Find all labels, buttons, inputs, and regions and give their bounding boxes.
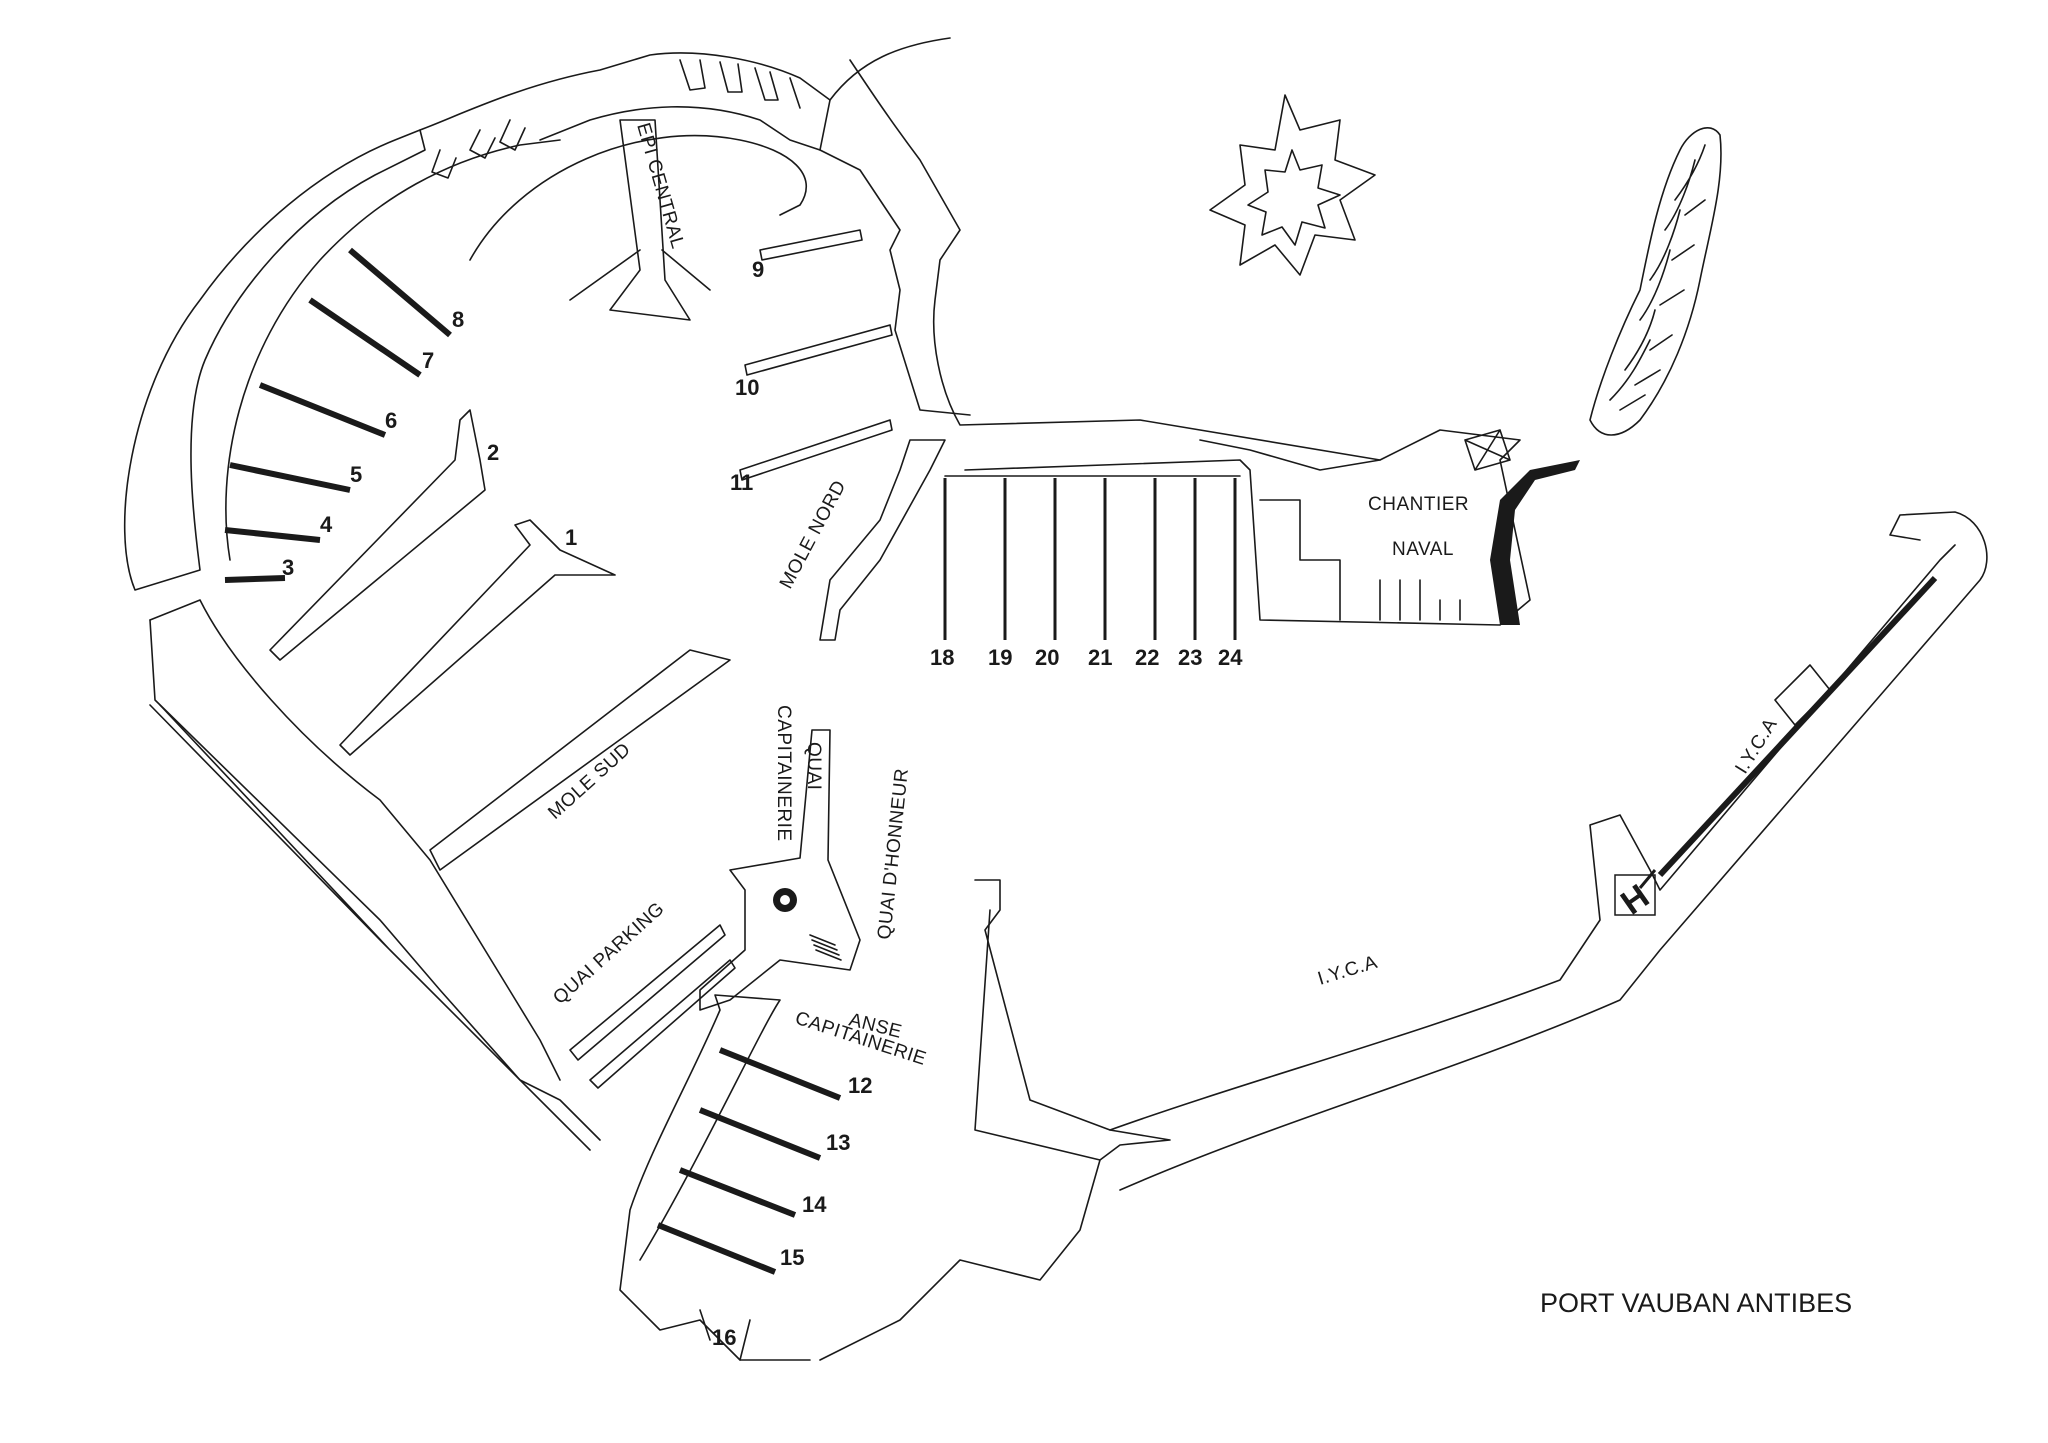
label-quai-honneur: QUAI D'HONNEUR <box>874 767 913 940</box>
pontoon-14 <box>678 1167 797 1218</box>
heliport: H <box>1614 874 1656 922</box>
label-16: 16 <box>712 1325 736 1350</box>
pontoon-4 <box>224 527 321 543</box>
label-naval: NAVAL <box>1392 539 1454 560</box>
label-1: 1 <box>565 525 577 550</box>
map-title: PORT VAUBAN ANTIBES <box>1540 1288 1852 1318</box>
label-8: 8 <box>452 307 464 332</box>
north-perimeter <box>419 52 831 151</box>
pontoon-12 <box>718 1047 842 1101</box>
chantier-naval-outline <box>964 429 1531 626</box>
label-7: 7 <box>422 348 434 373</box>
pontoon-6 <box>258 382 387 438</box>
label-10: 10 <box>735 375 759 400</box>
label-chantier: CHANTIER <box>1368 494 1469 515</box>
label-21: 21 <box>1088 645 1112 670</box>
south-breakwater-outer <box>1119 511 1988 1191</box>
iyca-building <box>1774 664 1831 726</box>
north-wall-notches <box>679 59 801 109</box>
mole-sud <box>429 649 731 871</box>
iyca-pontoon-lower <box>1638 869 1657 889</box>
label-5: 5 <box>350 462 362 487</box>
pontoon-5 <box>229 462 351 493</box>
quai-parking-pier <box>569 924 726 1061</box>
epi-central-jetty <box>609 119 691 321</box>
label-19: 19 <box>988 645 1012 670</box>
label-mole-nord: MOLE NORD <box>776 477 851 592</box>
northwest-quay <box>225 139 561 561</box>
quai-parking-pier-2 <box>589 959 736 1089</box>
label-14: 14 <box>802 1192 827 1217</box>
jetty-1 <box>339 519 616 756</box>
northwest-breakwater <box>123 129 426 591</box>
label-quai: QUAI <box>803 742 824 790</box>
capitainerie-steps <box>809 934 842 961</box>
mole-nord <box>819 439 946 641</box>
southwest-quay <box>149 599 561 1081</box>
northeast-shore-inner <box>819 149 971 416</box>
label-24: 24 <box>1218 645 1243 670</box>
iyca-pontoon-upper <box>1657 575 1938 878</box>
label-4: 4 <box>320 512 333 537</box>
pontoon-15 <box>656 1222 777 1275</box>
label-9: 9 <box>752 257 764 282</box>
label-epi-central: EPI CENTRAL <box>632 121 688 252</box>
north-wall-notches-2 <box>431 119 526 179</box>
pontoon-7 <box>308 297 422 378</box>
capitainerie-quay <box>699 729 861 1011</box>
southwest-road <box>149 704 591 1151</box>
chantier-slipway <box>1490 460 1580 625</box>
label-15: 15 <box>780 1245 804 1270</box>
south-jetty <box>819 879 1171 1361</box>
label-iyca-lower: I.Y.C.A <box>1315 952 1380 990</box>
fort-carre-inner <box>1247 149 1341 246</box>
jetty-9 <box>759 229 863 261</box>
chantier-building <box>1464 429 1511 471</box>
label-13: 13 <box>826 1130 850 1155</box>
pontoon-3 <box>224 575 286 583</box>
pontoon-16-berth <box>699 1309 751 1361</box>
chantier-naval-detail <box>1259 499 1461 621</box>
southwest-wall <box>149 619 601 1141</box>
south-jetty-inner <box>974 909 1101 1161</box>
label-23: 23 <box>1178 645 1202 670</box>
label-18: 18 <box>930 645 954 670</box>
label-3: 3 <box>282 555 294 580</box>
label-20: 20 <box>1035 645 1059 670</box>
cap-promontory-texture <box>1609 144 1706 411</box>
jetty-11 <box>739 419 893 481</box>
epi-central-arms <box>569 249 711 301</box>
label-12: 12 <box>848 1073 872 1098</box>
label-quai-parking: QUAI PARKING <box>549 898 668 1009</box>
northeast-shore <box>829 37 1381 461</box>
label-6: 6 <box>385 408 397 433</box>
south-breakwater <box>1109 544 1956 1131</box>
label-capitainerie: CAPITAINERIE <box>773 705 794 842</box>
fort-carre-outer <box>1209 94 1376 276</box>
jetty-10 <box>744 324 893 376</box>
pontoon-8 <box>348 247 452 338</box>
label-22: 22 <box>1135 645 1159 670</box>
anse-capitainerie-basin <box>619 994 811 1361</box>
label-11: 11 <box>730 470 753 495</box>
cap-promontory <box>1589 127 1722 436</box>
label-2: 2 <box>487 440 499 465</box>
north-basin-arc <box>469 134 807 261</box>
jetty-2 <box>269 409 486 661</box>
pontoon-13 <box>698 1107 822 1161</box>
